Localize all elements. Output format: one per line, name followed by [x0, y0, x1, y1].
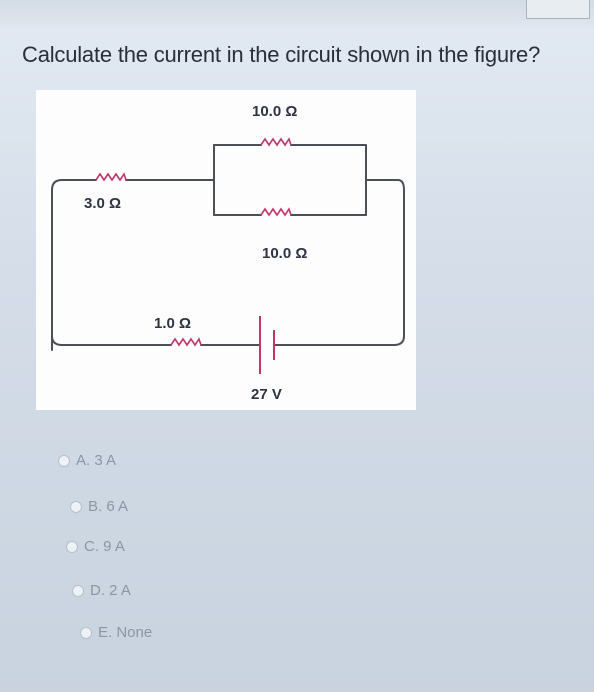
resistor-left-icon — [95, 172, 127, 182]
resistor-top-icon — [260, 137, 292, 147]
circuit-figure: 10.0 Ω 3.0 Ω 10.0 Ω 1.0 Ω 27 V — [36, 90, 416, 410]
wire-right — [273, 179, 405, 346]
resistor-mid-icon — [260, 207, 292, 217]
option-d[interactable]: D. 2 A — [72, 582, 131, 599]
option-label: E. None — [98, 624, 153, 641]
wire-left-top — [51, 179, 97, 351]
resistor-bottom-icon — [170, 337, 202, 347]
label-r-mid: 10.0 Ω — [262, 245, 307, 262]
radio-icon[interactable] — [72, 584, 84, 597]
option-c[interactable]: C. 9 A — [66, 538, 125, 555]
radio-icon[interactable] — [58, 454, 70, 467]
circuit-diagram: 10.0 Ω 3.0 Ω 10.0 Ω 1.0 Ω 27 V — [51, 103, 405, 403]
option-label: A. 3 A — [76, 452, 117, 469]
radio-icon[interactable] — [66, 540, 78, 553]
top-right-box — [526, 0, 590, 19]
option-label: C. 9 A — [84, 538, 125, 555]
top-bar — [0, 0, 594, 28]
wire-bottom-left — [51, 335, 172, 346]
wire-parallel-top-b — [290, 144, 367, 216]
option-a[interactable]: A. 3 A — [58, 452, 116, 469]
radio-icon[interactable] — [80, 626, 92, 639]
label-r-top: 10.0 Ω — [252, 103, 297, 120]
option-b[interactable]: B. 6 A — [70, 498, 128, 515]
label-battery: 27 V — [251, 386, 282, 403]
option-label: D. 2 A — [90, 582, 131, 599]
option-e[interactable]: E. None — [80, 624, 152, 641]
radio-icon[interactable] — [70, 500, 82, 513]
question-text: Calculate the current in the circuit sho… — [22, 42, 541, 67]
label-r-bottom: 1.0 Ω — [154, 315, 191, 332]
option-label: B. 6 A — [88, 498, 129, 515]
label-r-left: 3.0 Ω — [84, 195, 121, 212]
